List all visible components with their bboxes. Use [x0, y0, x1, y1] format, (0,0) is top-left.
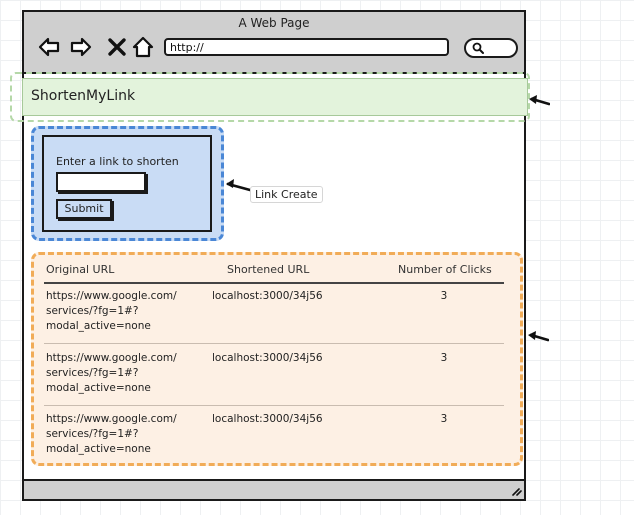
status-bar: [24, 479, 524, 499]
links-table: Original URL Shortened URL Number of Cli…: [31, 252, 523, 466]
original-url-line: modal_active=none: [46, 382, 151, 394]
link-input[interactable]: [56, 172, 146, 192]
annotation-arrow-icon: [528, 331, 549, 342]
original-url-cell: https://www.google.com/ services/?fg=1#?…: [46, 289, 206, 334]
table-row: https://www.google.com/ services/?fg=1#?…: [34, 289, 520, 339]
original-url-cell: https://www.google.com/ services/?fg=1#?…: [46, 412, 206, 457]
original-url-line: modal_active=none: [46, 320, 151, 332]
app-title: ShortenMyLink: [31, 88, 136, 104]
annotation-label: Link Create: [250, 186, 323, 203]
window-title: A Web Page: [238, 16, 310, 30]
submit-button[interactable]: Submit: [56, 199, 112, 219]
search-icon: [472, 42, 484, 54]
original-url-line: https://www.google.com/: [46, 413, 177, 425]
header-shortened-url: Shortened URL: [227, 263, 310, 276]
row-divider: [44, 405, 504, 406]
clicks-cell: 3: [440, 413, 448, 425]
app-header: ShortenMyLink: [22, 78, 528, 116]
annotation-arrow-icon: [529, 95, 550, 106]
shortened-url-cell[interactable]: localhost:3000/34j56: [212, 413, 323, 425]
original-url-line: services/?fg=1#?: [46, 367, 139, 379]
table-row: https://www.google.com/ services/?fg=1#?…: [34, 351, 520, 401]
home-icon[interactable]: [130, 34, 156, 60]
header-number-of-clicks: Number of Clicks: [398, 263, 492, 276]
back-arrow-icon[interactable]: [36, 34, 62, 60]
annotation-arrow-icon: [226, 179, 252, 192]
browser-toolbar: A Web Page http://: [24, 12, 524, 74]
link-create-form: Enter a link to shorten Submit: [42, 135, 212, 232]
row-divider: [44, 343, 504, 344]
clicks-cell: 3: [440, 290, 448, 302]
shortened-url-cell[interactable]: localhost:3000/34j56: [212, 290, 323, 302]
url-bar[interactable]: http://: [164, 38, 449, 56]
header-original-url: Original URL: [46, 263, 115, 276]
table-row: https://www.google.com/ services/?fg=1#?…: [34, 412, 520, 462]
original-url-line: services/?fg=1#?: [46, 428, 139, 440]
original-url-line: modal_active=none: [46, 443, 151, 455]
forward-arrow-icon[interactable]: [68, 34, 94, 60]
original-url-line: https://www.google.com/: [46, 290, 177, 302]
original-url-line: https://www.google.com/: [46, 352, 177, 364]
close-x-icon[interactable]: [104, 34, 130, 60]
browser-search-box[interactable]: [464, 38, 518, 58]
original-url-line: services/?fg=1#?: [46, 305, 139, 317]
header-region-outline: [10, 72, 530, 122]
shortened-url-cell[interactable]: localhost:3000/34j56: [212, 352, 323, 364]
link-create-card: Enter a link to shorten Submit: [31, 126, 224, 241]
clicks-cell: 3: [440, 352, 448, 364]
link-input-label: Enter a link to shorten: [56, 155, 179, 168]
table-header-divider: [44, 282, 504, 284]
resize-grip-icon[interactable]: [510, 484, 522, 496]
original-url-cell: https://www.google.com/ services/?fg=1#?…: [46, 351, 206, 396]
